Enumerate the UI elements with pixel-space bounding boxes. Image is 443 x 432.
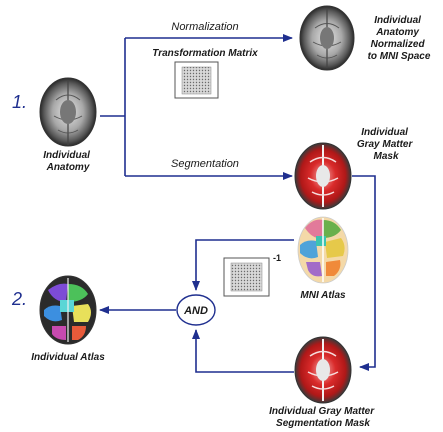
flow-lines xyxy=(99,34,376,373)
segmentation-label: Segmentation xyxy=(171,158,239,170)
segmentation-to-and-arrow xyxy=(192,329,294,373)
normalization-label: Normalization xyxy=(171,21,238,33)
individual-anatomy-label: Individual Anatomy xyxy=(43,150,92,173)
brain-mri-normalized-icon xyxy=(299,5,355,71)
atlas-to-and-arrow xyxy=(192,239,294,291)
and-label: AND xyxy=(183,305,208,317)
step-one-number: 1. xyxy=(12,92,27,112)
brain-atlas-icon xyxy=(297,216,349,284)
transformation-matrix-icon xyxy=(174,61,219,99)
individual-atlas-label: Individual Atlas xyxy=(31,352,105,363)
transformation-matrix-label: Transformation Matrix xyxy=(152,48,258,59)
inverse-exponent: -1 xyxy=(273,253,281,263)
gm-seg-mask-label: Individual Gray Matter Segmentation Mask xyxy=(269,406,377,429)
mask-to-segmentation-arrow xyxy=(352,175,376,371)
brain-mri-icon xyxy=(39,77,97,147)
normalized-anatomy-label: Individual Anatomy Normalized to MNI Spa… xyxy=(368,15,431,62)
brain-gray-matter-segmentation-icon xyxy=(294,336,352,404)
mni-atlas-label: MNI Atlas xyxy=(300,290,346,301)
brain-individual-atlas-icon xyxy=(39,275,97,345)
step-two-number: 2. xyxy=(11,289,27,309)
gm-mask-label: Individual Gray Matter Mask xyxy=(357,127,415,162)
brain-gray-matter-mask-icon xyxy=(294,142,352,210)
and-node: AND xyxy=(176,294,216,326)
inverse-transformation-matrix-icon xyxy=(223,257,270,297)
